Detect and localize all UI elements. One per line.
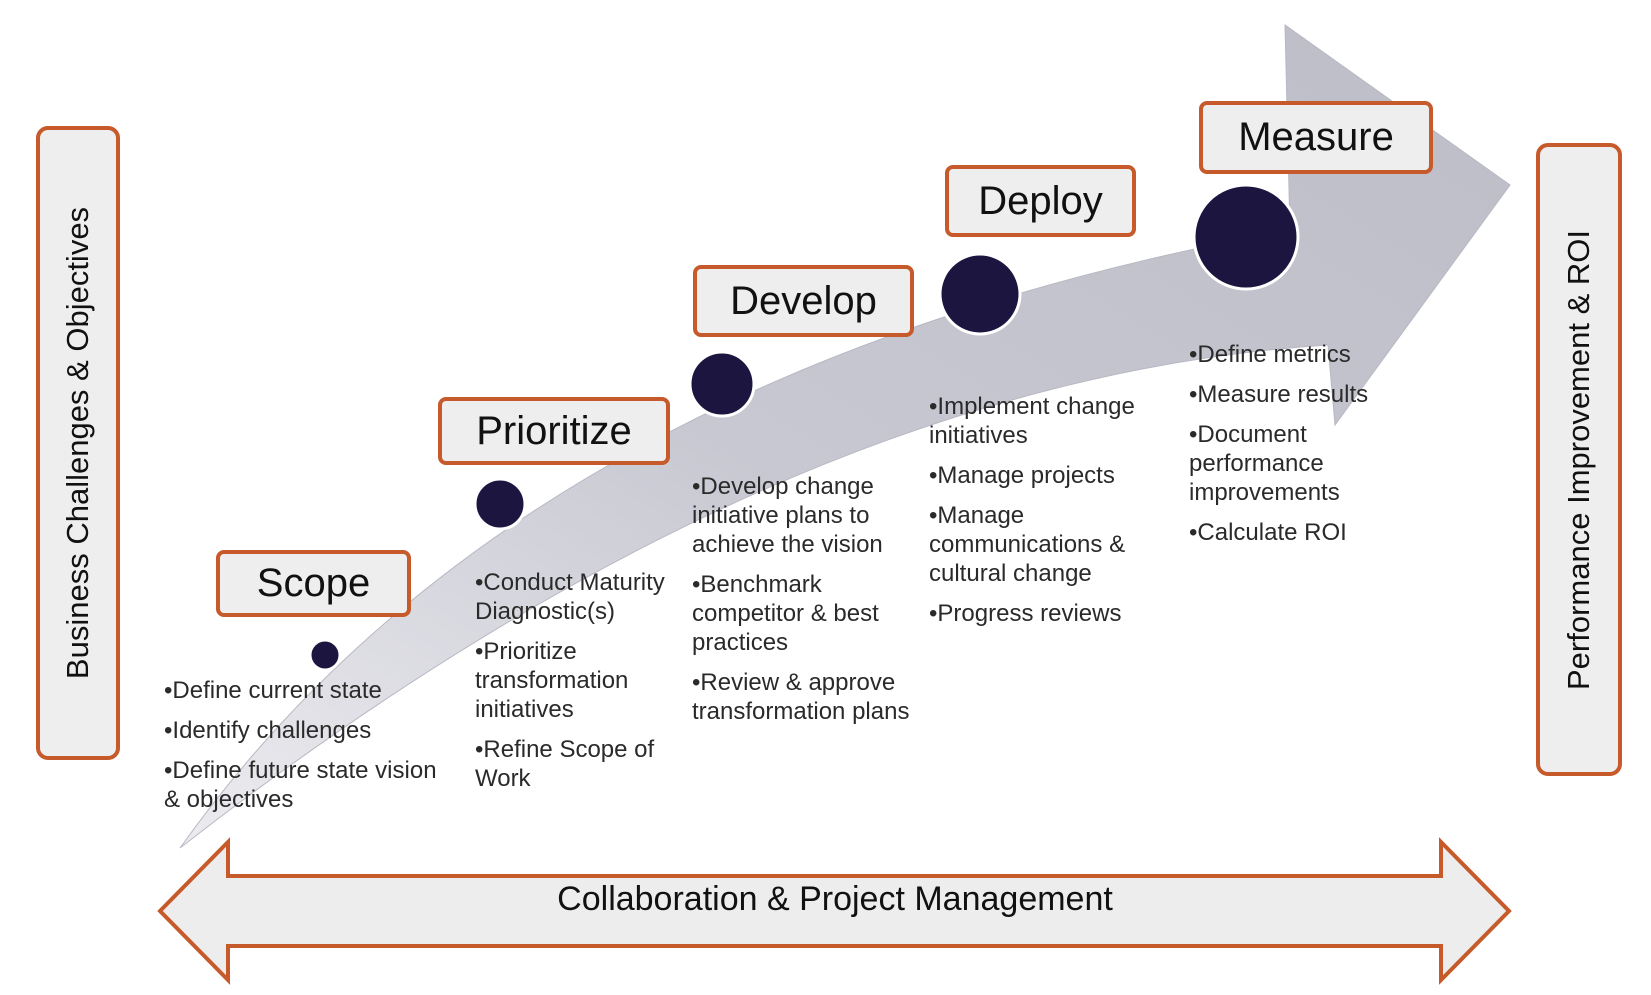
bullet-item: •Implement change initiatives (929, 393, 1135, 449)
bullet-item: •Define current state (164, 677, 382, 704)
bullet-item: •Manage communications & cultural change (929, 502, 1126, 587)
collaboration-double-arrow (157, 837, 1512, 985)
bullet-item: •Review & approve transformation plans (692, 669, 910, 725)
milestone-dot-prioritize (473, 477, 527, 531)
bullet-item: •Progress reviews (929, 600, 1122, 627)
phase-title-develop: Develop (693, 265, 914, 337)
bullet-item: •Develop change initiative plans to achi… (692, 473, 883, 558)
deploy-bullet-list: •Implement change initiatives •Manage pr… (929, 392, 1174, 639)
bullet-item: •Measure results (1189, 381, 1369, 408)
milestone-dot-measure (1192, 183, 1300, 291)
bullet-item: •Manage projects (929, 462, 1115, 489)
bullet-item: •Identify challenges (164, 717, 372, 744)
bullet-item: •Refine Scope of Work (475, 736, 655, 792)
bullet-item: •Calculate ROI (1189, 519, 1347, 546)
bullet-item: •Conduct Maturity Diagnostic(s) (475, 569, 665, 625)
bullet-item: •Define future state vision & objectives (164, 757, 437, 813)
phase-title-deploy: Deploy (945, 165, 1136, 237)
develop-bullet-list: •Develop change initiative plans to achi… (692, 472, 924, 737)
performance-roi-box: Performance Improvement & ROI (1536, 143, 1622, 776)
business-challenges-box: Business Challenges & Objectives (36, 126, 120, 760)
prioritize-bullet-list: •Conduct Maturity Diagnostic(s) •Priorit… (475, 568, 690, 804)
collaboration-label: Collaboration & Project Management (557, 880, 1113, 918)
bullet-item: •Define metrics (1189, 341, 1351, 368)
milestone-dot-deploy (938, 252, 1022, 336)
measure-bullet-list: •Define metrics •Measure results •Docume… (1189, 340, 1419, 558)
milestone-dot-develop (688, 350, 756, 418)
business-challenges-label: Business Challenges & Objectives (60, 206, 95, 680)
bullet-item: •Document performance improvements (1189, 421, 1340, 506)
milestone-dot-scope (308, 638, 342, 672)
bullet-item: •Prioritize transformation initiatives (475, 638, 629, 723)
performance-roi-label: Performance Improvement & ROI (1561, 229, 1596, 690)
scope-bullet-list: •Define current state •Identify challeng… (164, 676, 449, 825)
bullet-item: •Benchmark competitor & best practices (692, 571, 879, 656)
phase-title-prioritize: Prioritize (438, 397, 670, 465)
phase-title-measure: Measure (1199, 101, 1433, 174)
phase-title-scope: Scope (216, 550, 411, 617)
